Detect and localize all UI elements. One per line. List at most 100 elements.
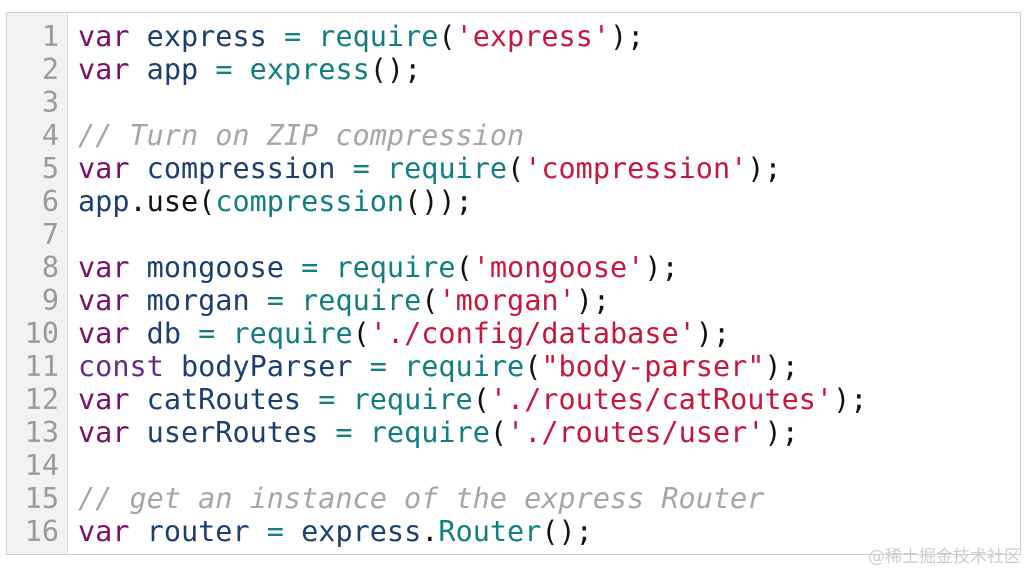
code-line: 10 var db = require('./config/database'); (7, 317, 1020, 350)
code-token (129, 284, 146, 317)
code-token: app (78, 185, 130, 218)
code-token: var (78, 152, 130, 185)
code-token: var (78, 416, 130, 449)
code-token: require (369, 416, 490, 449)
code-token (284, 251, 301, 284)
code-text: var db = require('./config/database'); (78, 317, 730, 350)
code-token: './config/database' (369, 317, 696, 350)
code-token: require (301, 284, 422, 317)
code-token: 'express' (455, 20, 610, 53)
code-token: 'compression' (524, 152, 748, 185)
code-token: = (283, 20, 302, 53)
code-token (353, 350, 370, 383)
code-token: catRoutes (146, 383, 302, 416)
code-token: require (232, 317, 353, 350)
code-token: userRoutes (146, 416, 319, 449)
code-token: ); (695, 317, 731, 350)
code-token (129, 53, 146, 86)
code-token: morgan (146, 284, 250, 317)
code-line: 16 var router = express.Router(); (7, 515, 1020, 548)
line-number: 11 (24, 350, 59, 383)
code-token (198, 53, 215, 86)
code-text: // get an instance of the express Router (78, 482, 764, 515)
line-number: 14 (24, 449, 59, 482)
code-token (129, 251, 146, 284)
code-token: ); (747, 152, 782, 185)
code-line: 14 (7, 449, 1020, 482)
code-token (284, 284, 301, 317)
code-line: 4 // Turn on ZIP compression (7, 119, 1020, 152)
code-token (284, 515, 301, 548)
code-line: 7 (7, 218, 1020, 251)
watermark: @稀土掘金技术社区 (868, 547, 1021, 567)
code-token (318, 416, 335, 449)
code-token (215, 317, 232, 350)
code-token: 'morgan' (438, 284, 576, 317)
code-token: bodyParser (180, 350, 353, 383)
line-number-gutter (7, 13, 68, 554)
code-token (335, 383, 352, 416)
code-token: ( (489, 416, 508, 449)
code-token: var (78, 515, 130, 548)
code-token: = (369, 350, 387, 383)
code-token: ); (644, 251, 679, 284)
code-text: var express = require('express'); (78, 20, 644, 53)
code-text: // Turn on ZIP compression (78, 119, 524, 152)
code-token (301, 20, 318, 53)
line-number: 16 (24, 515, 59, 548)
code-token: "body-parser" (541, 350, 765, 383)
line-number: 10 (24, 317, 59, 350)
code-token: = (198, 317, 216, 350)
code-line: 3 (7, 86, 1020, 119)
code-token: var (78, 53, 130, 86)
code-token: (); (541, 515, 593, 548)
code-token (129, 20, 146, 53)
code-token: var (78, 284, 130, 317)
code-token: // Turn on ZIP compression (78, 119, 525, 152)
code-token: ( (524, 350, 542, 383)
code-token (301, 383, 318, 416)
code-line: 5 var compression = require('compression'… (7, 152, 1020, 185)
code-token (129, 416, 146, 449)
code-token: ); (610, 20, 645, 53)
code-text: app.use(compression()); (78, 185, 473, 218)
code-token: = (266, 284, 284, 317)
code-token: app (146, 53, 199, 86)
code-token: mongoose (146, 251, 284, 284)
line-number: 12 (24, 383, 59, 416)
line-number: 4 (41, 119, 59, 152)
code-text: var router = express.Router(); (78, 515, 593, 548)
code-token: require (352, 383, 473, 416)
code-token (250, 284, 267, 317)
code-token: const (78, 350, 164, 383)
code-token: 'mongoose' (472, 251, 645, 284)
code-token (387, 350, 404, 383)
line-number: 2 (41, 53, 59, 86)
code-text: var compression = require('compression')… (78, 152, 782, 185)
code-line: 15// get an instance of the express Rout… (7, 482, 1020, 515)
code-token (267, 20, 284, 53)
code-token: = (335, 416, 353, 449)
code-token: ); (764, 350, 799, 383)
code-token: var (78, 20, 130, 53)
code-token: = (215, 53, 233, 86)
code-token: db (146, 317, 181, 350)
code-text: var app = express(); (78, 53, 421, 86)
code-token: require (404, 350, 525, 383)
code-token: . (421, 515, 439, 548)
code-line: 11 const bodyParser = require("body-parse… (7, 350, 1020, 383)
line-number: 13 (24, 416, 59, 449)
code-token: express (146, 20, 267, 53)
code-token: ( (421, 284, 439, 317)
code-line: 2 var app = express(); (7, 53, 1020, 86)
code-token: ); (575, 284, 611, 317)
line-number: 5 (41, 152, 59, 185)
line-number: 8 (41, 251, 59, 284)
code-token: (); (369, 53, 422, 86)
line-number: 3 (41, 86, 59, 119)
